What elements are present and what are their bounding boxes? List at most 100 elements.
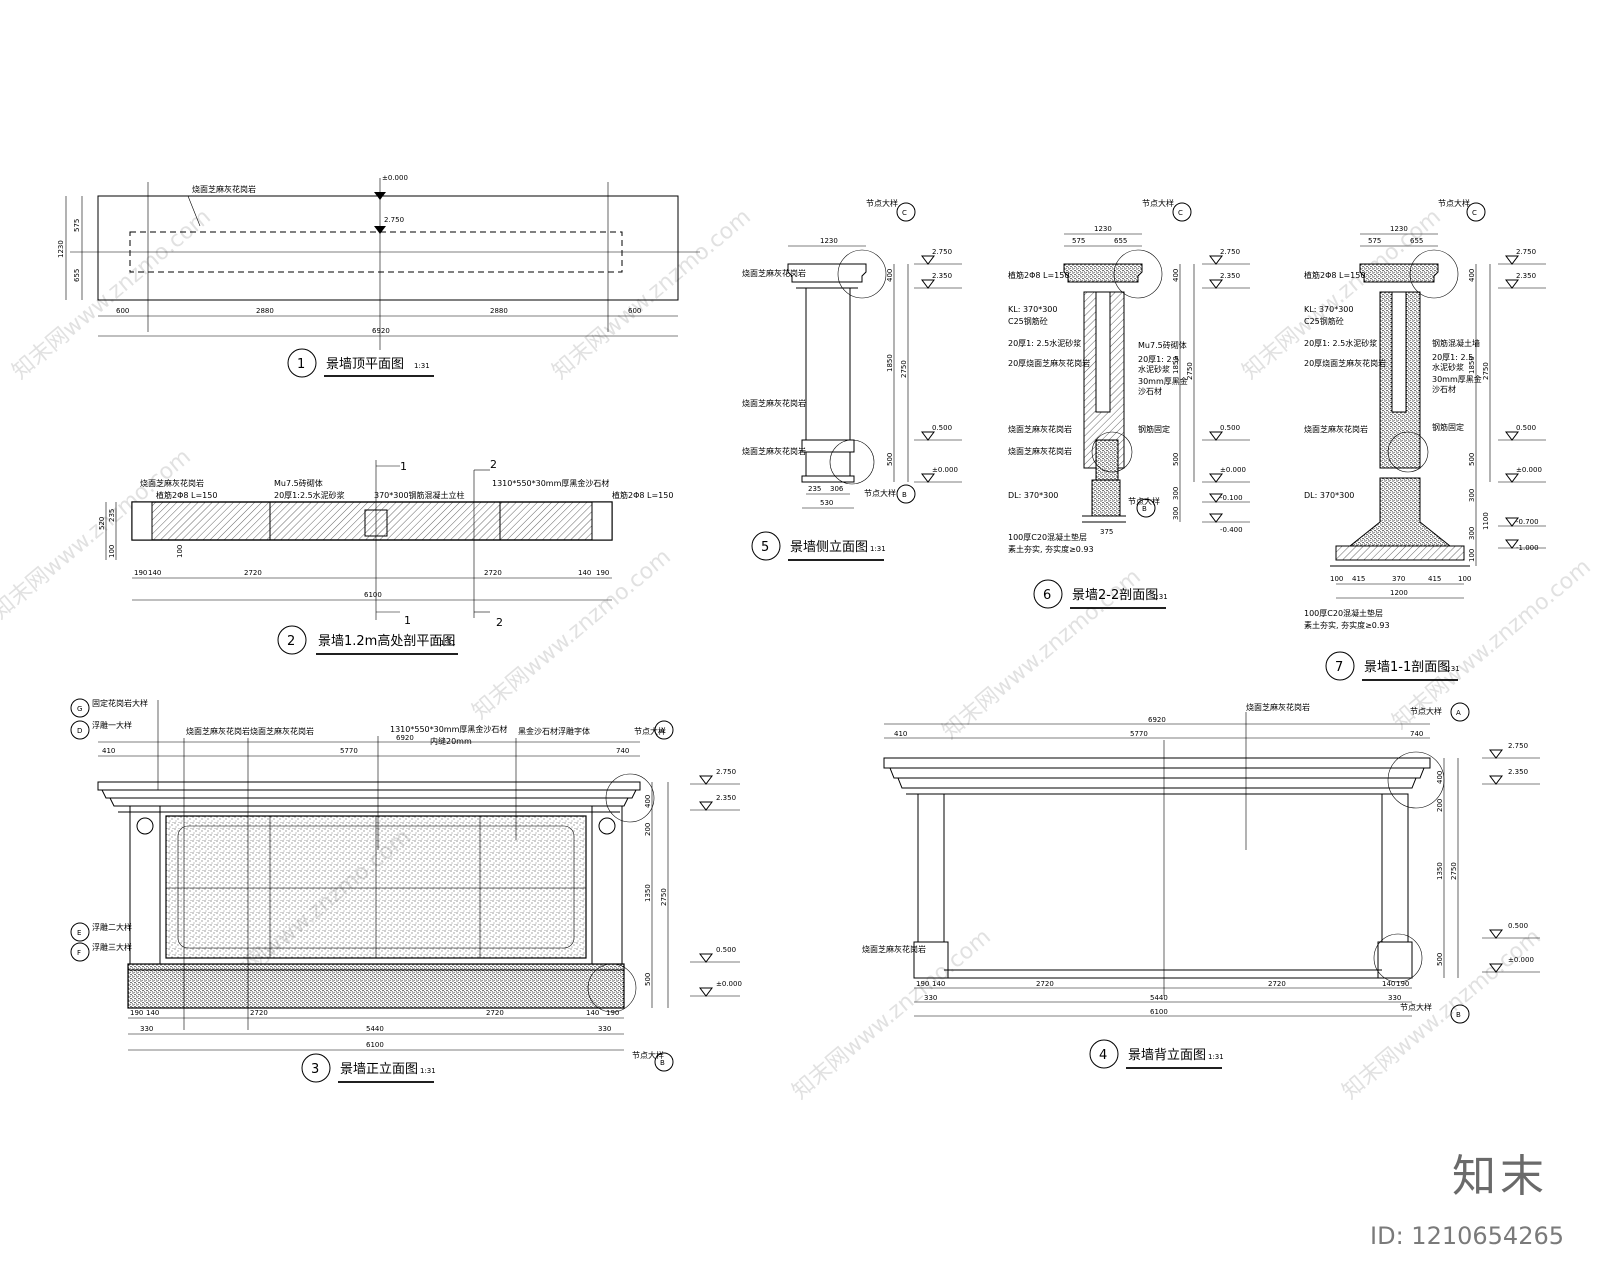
note: 烧面芝麻灰花岗岩 [186,726,250,736]
note: 节点大样 [1400,1002,1432,1012]
dim: 740 [1410,730,1423,738]
dim: 190 [134,569,147,577]
dim: 415 [1352,575,1365,583]
dim: 100 [1458,575,1471,583]
dim: 5770 [340,747,358,755]
marker: F [77,949,81,957]
dim: 2750 [1482,362,1490,380]
dim: 740 [616,747,629,755]
note: 节点大样 [1410,706,1442,716]
drawing-7-section-1-1: C 植筋2Φ8 L=150 KL: 370*300 C25钢筋砼 20厚1: 2… [1304,198,1546,681]
marker: B [660,1059,665,1067]
note: 沙石材 [1138,386,1162,396]
note: 浮雕二大样 [92,922,132,932]
dim: 5440 [366,1025,384,1033]
marker: B [902,491,907,499]
dim: 235 [108,509,116,522]
dim: 2750 [1450,862,1458,880]
elev: -0.400 [1220,526,1243,534]
scale: 1:31 [1444,665,1460,673]
note: 20厚1: 2.5 [1432,353,1473,362]
elev: ±0.000 [716,980,742,988]
dim: 1350 [1436,862,1444,880]
elev: 2.350 [1516,272,1536,280]
elev-top: ±0.000 [382,174,408,182]
dim: 6100 [366,1041,384,1049]
note: 钢筋混凝土墙 [1432,338,1480,348]
dim: 5440 [1150,994,1168,1002]
dim: 1850 [1172,356,1180,374]
note: 370*300钢筋混凝土立柱 [374,490,465,500]
dim: 140 [586,1009,599,1017]
dim: 190 [1396,980,1409,988]
dim: 2720 [250,1009,268,1017]
note: 水泥砂浆 [1432,362,1464,372]
dim: 306 [830,485,844,493]
elev: -0.100 [1220,494,1243,502]
dim: 235 [808,485,821,493]
dim: 140 [1382,980,1395,988]
marker: E [77,929,81,937]
note: 钢筋固定 [1138,424,1170,434]
dim: 2720 [1036,980,1054,988]
note: 固定花岗岩大样 [92,698,148,708]
dim: 655 [1114,237,1127,245]
brand-logo: 知末 [1452,1151,1548,1202]
dim: 140 [932,980,945,988]
dim: 330 [924,994,937,1002]
dim: 140 [578,569,591,577]
elev: 2.350 [1220,272,1240,280]
dim: 300 [1468,527,1476,540]
dim: 330 [140,1025,153,1033]
dim: 100 [176,545,184,558]
dim: 330 [1388,994,1401,1002]
note: 烧面芝麻灰花岗岩 [1304,424,1368,434]
dim: 190 [916,980,929,988]
dim: 1230 [57,240,65,258]
title-number: 6 [1043,588,1051,603]
dim: 190 [606,1009,619,1017]
dim: 190 [130,1009,143,1017]
title-6: 景墙2-2剖面图 [1072,588,1158,603]
note: 节点大样 [1142,198,1174,208]
elev: 0.500 [1516,424,1536,432]
elev: -0.700 [1516,518,1539,526]
dim: 410 [102,747,115,755]
dim: 1230 [1094,225,1112,233]
dim: 300 [1172,507,1180,520]
dim: 6100 [364,591,382,599]
scale: 1:31 [440,639,456,647]
note: 烧面芝麻灰花岗岩 [1008,446,1072,456]
title-7: 景墙1-1剖面图 [1364,660,1450,675]
elev: ±0.000 [1508,956,1534,964]
note: 植筋2Φ8 L=150 [156,490,217,500]
elev: ±0.000 [1220,466,1246,474]
note: C25钢筋砼 [1304,316,1344,326]
note: 植筋2Φ8 L=150 [1304,270,1365,280]
dim: 575 [1368,237,1381,245]
note: 20厚1: 2.5水泥砂浆 [1304,338,1377,348]
note: 100厚C20混凝土垫层 [1304,608,1383,618]
note: 100厚C20混凝土垫层 [1008,532,1087,542]
dim: 1100 [1482,512,1490,530]
section-mark: 2 [490,458,497,471]
elev: 2.350 [932,272,952,280]
dim: 2880 [490,307,508,315]
dim: 5770 [1130,730,1148,738]
section-mark: 1 [404,614,411,627]
marker: C [1472,209,1477,217]
dim: 200 [1436,799,1444,812]
note: DL: 370*300 [1304,491,1354,500]
note: 沙石材 [1432,384,1456,394]
drawing-6-section-2-2: C B 植筋2Φ8 L=150 KL: 370*300 C25钢筋砼 20厚1:… [1008,198,1250,609]
dim: 655 [1410,237,1423,245]
dim: 300 [1468,489,1476,502]
dim: 300 [1172,487,1180,500]
note: 钢筋固定 [1432,422,1464,432]
note: 内缝20mm [430,736,472,746]
note: 烧面芝麻灰花岗岩 [140,478,204,488]
note: 烧面芝麻灰花岗岩 [1246,702,1310,712]
dim: 575 [73,219,81,232]
note: 浮雕三大样 [92,942,132,952]
note: KL: 370*300 [1304,305,1353,314]
